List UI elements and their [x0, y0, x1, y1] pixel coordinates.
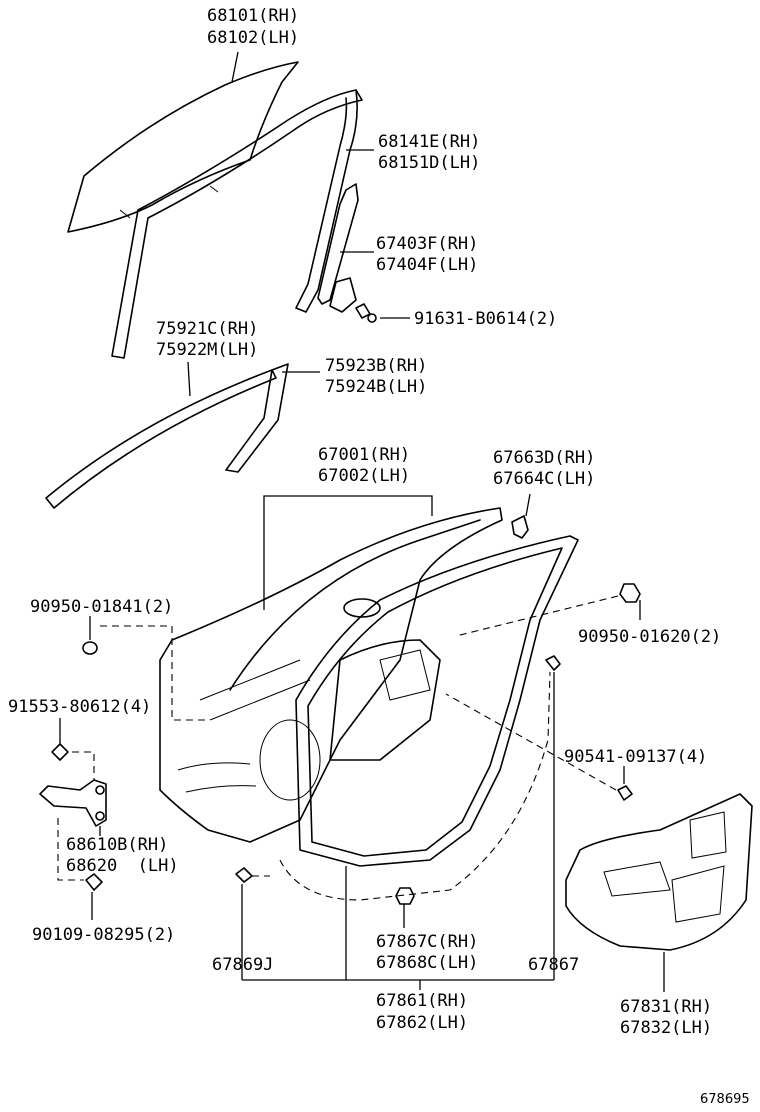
bolt-90109-icon [85, 873, 103, 891]
label-67831: 67831(RH) [620, 997, 712, 1017]
bracket-67001 [263, 495, 433, 610]
label-90950-01620: 90950-01620(2) [578, 627, 721, 647]
label-68102: 68102(LH) [207, 28, 299, 48]
pillar-garnish [225, 363, 289, 473]
label-68620: 68620 (LH) [66, 856, 179, 876]
dash-90950-01620 [455, 595, 619, 637]
hole-plug-right-icon [619, 583, 641, 603]
label-67861: 67861(RH) [376, 991, 468, 1011]
label-68610b: 68610B(RH) [66, 835, 168, 855]
label-91553: 91553-80612(4) [8, 697, 151, 717]
label-68151d: 68151D(LH) [378, 153, 480, 173]
door-glass [67, 61, 299, 233]
label-91631: 91631-B0614(2) [414, 309, 557, 329]
label-67867c: 67867C(RH) [376, 932, 478, 952]
label-75922m: 75922M(LH) [156, 340, 258, 360]
clip-67663d-icon [511, 515, 529, 539]
door-panel [159, 507, 503, 843]
label-75924b: 75924B(LH) [325, 377, 427, 397]
label-67403f: 67403F(RH) [376, 234, 478, 254]
leader-75921c [187, 361, 191, 397]
label-67868c: 67868C(LH) [376, 953, 478, 973]
label-67869j: 67869J [212, 955, 273, 975]
label-67664c: 67664C(LH) [493, 469, 595, 489]
label-67001: 67001(RH) [318, 445, 410, 465]
label-67832: 67832(LH) [620, 1018, 712, 1038]
bolt-91553-icon [51, 743, 69, 761]
label-67867: 67867 [528, 955, 579, 975]
clip-67867-icon [545, 655, 561, 671]
glass-run-channel [111, 89, 363, 359]
label-68141e: 68141E(RH) [378, 132, 480, 152]
label-67862: 67862(LH) [376, 1013, 468, 1033]
belt-moulding [45, 369, 277, 509]
label-67404f: 67404F(LH) [376, 255, 478, 275]
label-75923b: 75923B(RH) [325, 356, 427, 376]
clip-67867c-icon [395, 887, 415, 905]
dash-90950-01841 [100, 625, 210, 721]
hole-plug-icon [82, 641, 98, 655]
rear-lower-sash [317, 183, 359, 313]
leader-68101 [231, 51, 239, 83]
door-hinge [39, 779, 107, 827]
label-90541: 90541-09137(4) [564, 747, 707, 767]
service-hole-cover [565, 793, 753, 951]
leader-67663d [525, 493, 531, 517]
door-weatherstrip [279, 535, 579, 901]
dash-90541 [445, 693, 617, 791]
dash-91553 [72, 751, 95, 780]
label-67002: 67002(LH) [318, 466, 410, 486]
bolt-91631-icon [355, 303, 377, 323]
dash-90109 [57, 818, 84, 881]
label-90109: 90109-08295(2) [32, 925, 175, 945]
label-68101: 68101(RH) [207, 6, 299, 26]
clip-90541-icon [617, 785, 633, 801]
label-90950-01841: 90950-01841(2) [30, 597, 173, 617]
label-75921c: 75921C(RH) [156, 319, 258, 339]
label-67663d: 67663D(RH) [493, 448, 595, 468]
figure-number: 678695 [700, 1092, 750, 1107]
clip-67869j-icon [235, 867, 253, 883]
